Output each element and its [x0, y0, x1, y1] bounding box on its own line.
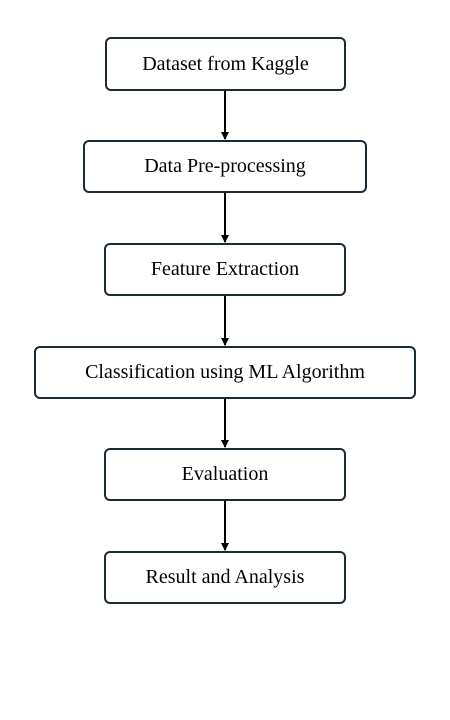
step-result-analysis-box: Result and Analysis — [104, 551, 346, 604]
step-preprocessing-label: Data Pre-processing — [144, 155, 306, 177]
step-result-analysis-label: Result and Analysis — [145, 566, 305, 588]
step-classification-label: Classification using ML Algorithm — [85, 361, 365, 383]
step-evaluation-box: Evaluation — [104, 448, 346, 501]
step-feature-extraction-box: Feature Extraction — [104, 243, 346, 296]
step-dataset-label: Dataset from Kaggle — [142, 52, 309, 75]
step-feature-extraction-label: Feature Extraction — [150, 258, 300, 280]
step-evaluation-label: Evaluation — [181, 463, 269, 485]
step-preprocessing-box: Data Pre-processing — [83, 140, 367, 193]
step-dataset-box: Dataset from Kaggle — [105, 37, 346, 91]
step-classification-box: Classification using ML Algorithm — [34, 346, 416, 399]
